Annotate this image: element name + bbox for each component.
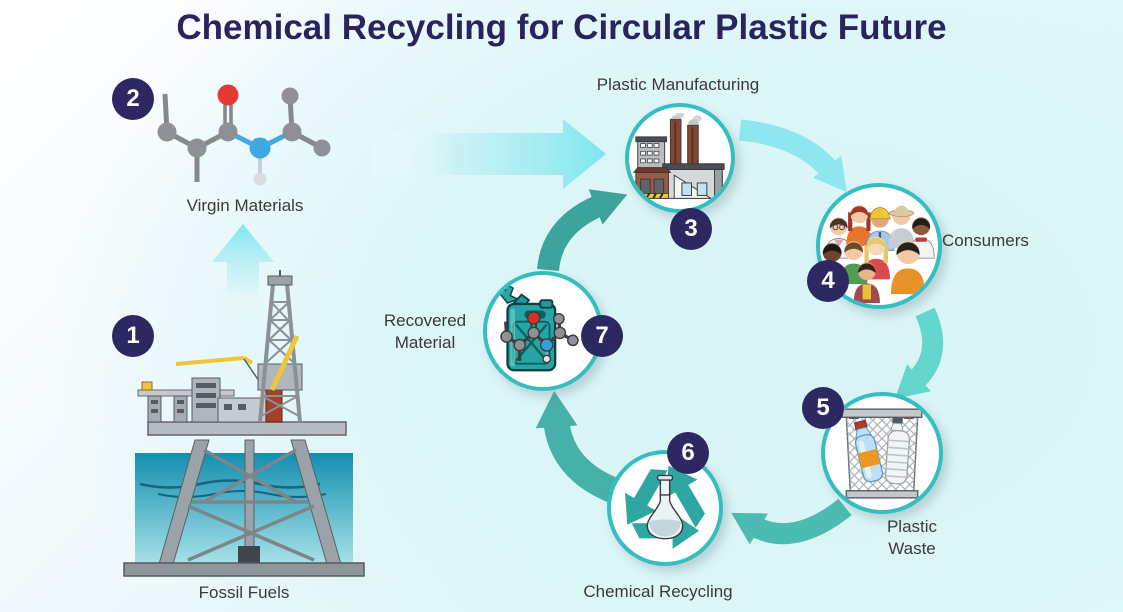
molecule-icon — [157, 84, 331, 186]
waste-bin-icon — [841, 408, 923, 499]
step-badge-2: 2 — [112, 78, 154, 120]
oil-rig-icon — [123, 270, 365, 577]
label-recovered-material: Recovered Material — [383, 311, 467, 353]
arrow-3-to-4 — [738, 119, 847, 192]
step-number: 3 — [684, 215, 698, 242]
step-badge-4: 4 — [807, 260, 849, 302]
nitrogen-atom — [249, 137, 271, 159]
page-title: Chemical Recycling for Circular Plastic … — [176, 8, 947, 47]
arrow-4-to-5 — [894, 307, 944, 399]
label-chemical-recycling: Chemical Recycling — [583, 582, 733, 601]
node-chemical-recycling — [607, 450, 723, 566]
recycle-flask-icon — [625, 465, 705, 549]
arrow-5-to-6 — [731, 498, 852, 545]
factory-icon — [632, 113, 725, 199]
step-badge-7: 7 — [581, 315, 623, 357]
step-number: 5 — [816, 394, 830, 421]
arrow-7-to-3 — [537, 189, 628, 272]
label-plastic-waste: Plastic Waste — [886, 517, 938, 559]
label-virgin-materials: Virgin Materials — [186, 196, 304, 215]
step-badge-5: 5 — [802, 387, 844, 429]
crowd-icon — [820, 205, 935, 304]
label-plastic-manufacturing: Plastic Manufacturing — [596, 75, 760, 94]
hydrogen-atom — [253, 172, 267, 186]
blue-bottle — [853, 419, 884, 483]
step-badge-1: 1 — [112, 315, 154, 357]
node-plastic-manufacturing — [625, 103, 735, 213]
step-number: 7 — [595, 322, 609, 349]
clear-bottle — [884, 417, 911, 485]
step-badge-3: 3 — [670, 208, 712, 250]
extraction-arrow — [212, 224, 274, 312]
feed-arrow — [372, 119, 606, 189]
label-fossil-fuels: Fossil Fuels — [198, 583, 290, 602]
recovered-molecule — [500, 311, 579, 364]
oxygen-atom — [217, 84, 239, 106]
step-number: 1 — [126, 322, 140, 349]
label-consumers: Consumers — [942, 231, 1029, 250]
flask — [646, 474, 684, 540]
step-number: 4 — [821, 267, 835, 294]
step-number: 6 — [681, 439, 695, 466]
jerrycan-molecule-icon — [496, 280, 579, 372]
step-badge-6: 6 — [667, 432, 709, 474]
step-number: 2 — [126, 85, 140, 112]
